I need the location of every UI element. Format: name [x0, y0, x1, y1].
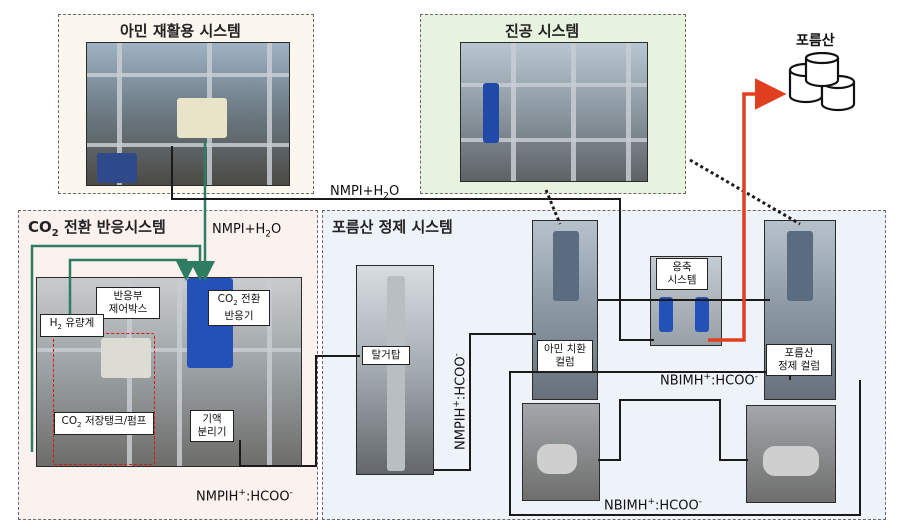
formic-pump-photo — [746, 405, 836, 503]
amine-pump-photo — [522, 403, 600, 501]
black-line-nbimh-mid — [509, 371, 861, 516]
black-line-nmpi-recycle — [171, 146, 654, 341]
green-line-h2 — [68, 258, 196, 314]
flow-nbimh-hcoo-bottom: NBIMH+:HCOO- — [604, 497, 702, 514]
product-label: 포름산 — [796, 33, 835, 49]
co2-tank-pump-label: CO2 저장탱크/펌프 — [54, 412, 154, 436]
h2-flowmeter-label: H2 유량계 — [40, 314, 104, 338]
amine-exchange-column-label: 아민 치환 컬럼 — [537, 340, 593, 372]
formic-purification-title: 포름산 정제 시스템 — [332, 218, 453, 236]
vacuum-system-photo — [460, 42, 648, 182]
flow-nbimh-hcoo-mid: NBIMH+:HCOO- — [660, 372, 758, 389]
dotted-vacuum-left — [544, 189, 562, 225]
co2-conversion-title: CO2 전환 반응시스템 — [28, 218, 166, 239]
formic-column-label: 포름산 정제 컬럼 — [766, 344, 832, 376]
stripper-label: 탈거탑 — [362, 346, 410, 365]
reactor-control-box-label: 반응부 제어박스 — [96, 287, 160, 319]
database-cylinders-icon — [788, 52, 856, 112]
black-line-gl-stripper — [239, 355, 360, 467]
flow-nmpih-hcoo-vertical: NMPIH+:HCOO- — [452, 353, 469, 450]
flow-nmpi-h2o-left: NMPI+H2O — [212, 222, 282, 240]
amine-recycling-title: 아민 재활용 시스템 — [120, 22, 241, 40]
black-line-pump-loop — [598, 399, 748, 461]
flow-nmpih-hcoo-bottom: NMPIH+:HCOO- — [196, 488, 293, 505]
gas-liquid-separator-label: 기액 분리기 — [190, 410, 234, 442]
black-line-stripper-column — [434, 333, 536, 471]
flow-nmpi-h2o-top: NMPI+H2O — [330, 184, 400, 202]
vacuum-title: 진공 시스템 — [505, 22, 580, 40]
red-product-arrow — [708, 78, 787, 342]
stripper-photo — [356, 265, 434, 475]
concentration-system-label: 응축 시스템 — [656, 258, 708, 290]
amine-recycling-photo — [86, 42, 290, 186]
co2-reactor-label: CO2 전환 반응기 — [208, 290, 270, 327]
